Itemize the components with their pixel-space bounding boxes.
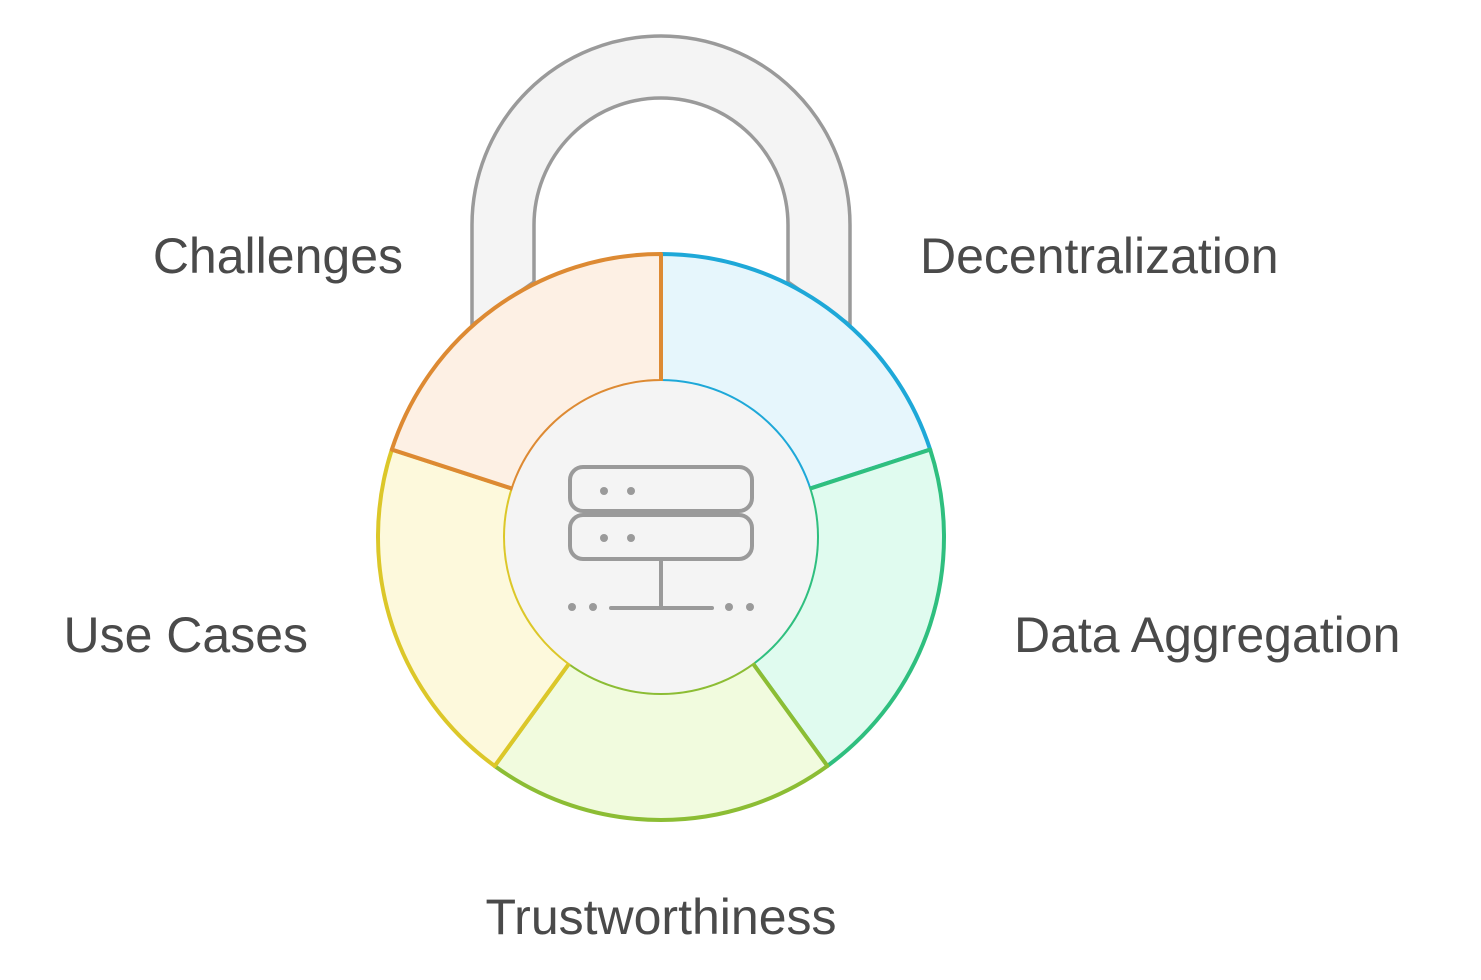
server-icon	[568, 465, 754, 610]
decentralization-label: Decentralization	[920, 228, 1279, 284]
use-cases-label: Use Cases	[63, 607, 308, 663]
lock-body-segments	[376, 252, 946, 822]
trustworthiness-label: Trustworthiness	[485, 889, 837, 945]
lock-shackle	[470, 34, 852, 327]
server-indicator-dots	[568, 487, 754, 611]
data-aggregation-label: Data Aggregation	[1014, 607, 1401, 663]
center-circle	[505, 381, 817, 693]
challenges-label: Challenges	[152, 228, 403, 284]
